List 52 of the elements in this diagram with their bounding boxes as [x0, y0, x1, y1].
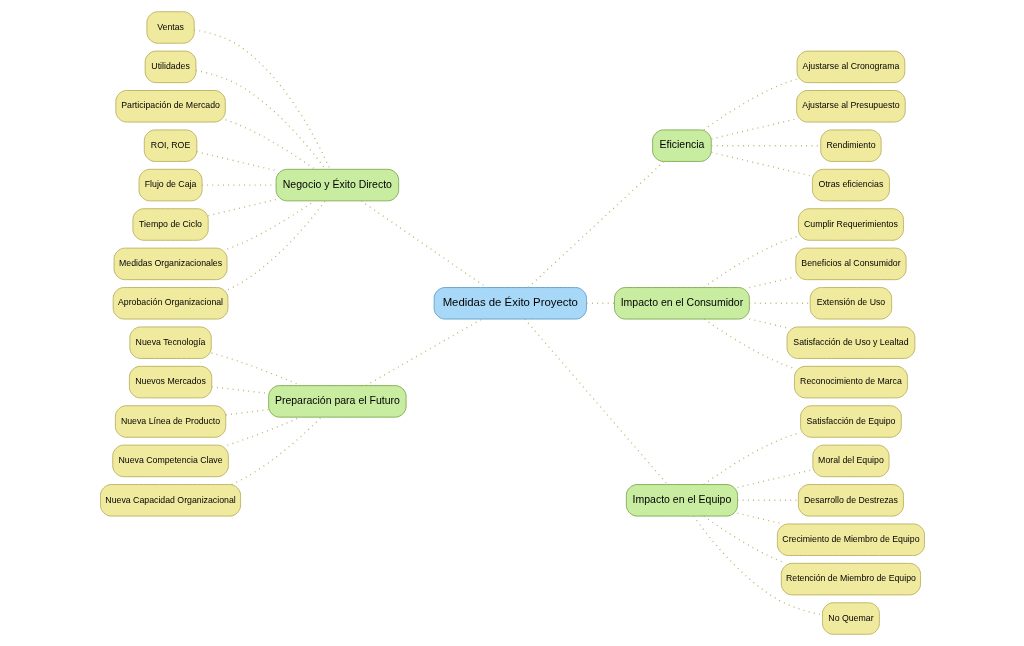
connector [364, 318, 483, 387]
node-box: Eficiencia [651, 129, 712, 162]
connector [194, 69, 326, 170]
node-box: Ajustarse al Presupuesto [795, 90, 906, 123]
node-box: Ventas [145, 11, 195, 44]
connector [224, 119, 316, 170]
node-box: Beneficios al Consumidor [794, 247, 907, 281]
node-box: Reconocimiento de Marca [793, 365, 908, 399]
node-box: Extensión de Uso [809, 287, 892, 320]
node-box: Rendimiento [819, 129, 882, 162]
connector [748, 302, 811, 304]
node-box: Tiempo de Ciclo [131, 208, 209, 241]
node-box: Nueva Línea de Producto [114, 405, 226, 438]
connector [585, 302, 615, 304]
node-box: Flujo de Caja [138, 168, 202, 202]
node-box: Medidas Organizacionales [113, 247, 227, 281]
node-box: ROI, ROE [143, 129, 197, 162]
connector [207, 198, 277, 217]
node-box: Moral del Equipo [811, 444, 889, 478]
node-box: Nuevos Mercados [128, 365, 212, 399]
node-box: Satisfacción de Uso y Lealtad [786, 326, 915, 359]
connector [527, 160, 665, 288]
connector [230, 416, 322, 486]
node-box: Ajustarse al Cronograma [796, 50, 905, 84]
node-box: Crecimiento de Miembro de Equipo [776, 523, 925, 556]
node-box: No Quemar [821, 602, 880, 635]
connector [692, 515, 823, 616]
connector [193, 29, 331, 170]
node-box: Cumplir Requerimientos [797, 208, 904, 241]
node-box: Nueva Capacidad Organizacional [99, 484, 241, 517]
connector [210, 352, 302, 387]
connector [703, 318, 795, 370]
connector [702, 78, 798, 131]
node-box: Preparación para el Futuro [267, 385, 407, 418]
node-box: Nueva Competencia Clave [111, 444, 229, 478]
node-box: Satisfacción de Equipo [799, 405, 902, 438]
connector [226, 200, 326, 291]
connector [748, 318, 788, 329]
node-box: Impacto en el Equipo [625, 484, 738, 517]
node-box: Aprobación Organizacional [112, 287, 228, 320]
node-box: Retención de Miembro de Equipo [780, 562, 921, 596]
connector [523, 318, 668, 486]
node-box: Utilidades [144, 50, 196, 84]
node-box: Otras eficiencias [811, 168, 890, 202]
node-box: Medidas de Éxito Proyecto [433, 287, 587, 320]
node-box: Nueva Tecnología [128, 326, 212, 359]
node-box: Participación de Mercado [114, 90, 226, 123]
connector [710, 118, 797, 140]
connector [195, 151, 277, 172]
node-box: Desarrollo de Destrezas [797, 484, 904, 517]
node-box: Negocio y Éxito Directo [275, 168, 399, 202]
node-box: Impacto en el Consumidor [613, 287, 750, 320]
